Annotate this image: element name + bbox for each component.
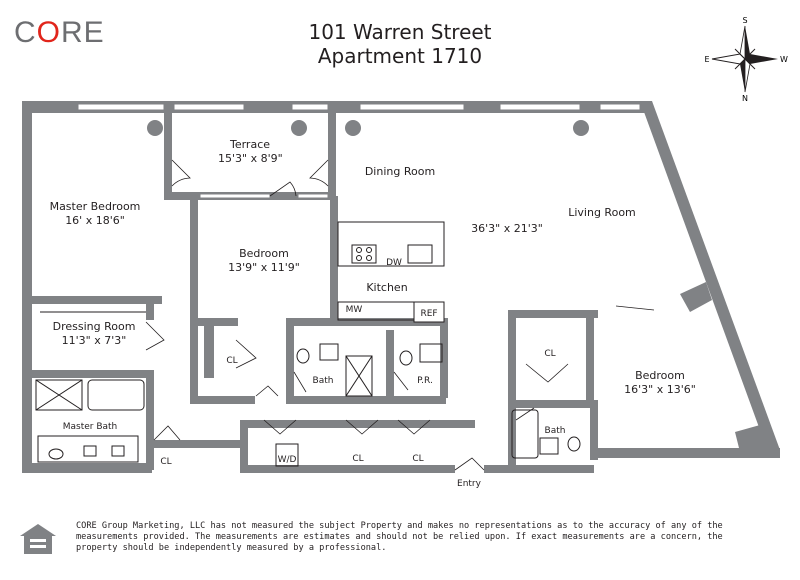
master-bedroom-name: Master Bedroom [49,200,141,213]
dining-room-label: Dining Room [364,165,436,178]
kitchen-counters [337,221,445,323]
disclaimer-line-3: property should be independently measure… [76,543,387,553]
closet-label: CL [412,454,424,464]
bedroom-2-name: Bedroom [239,247,289,260]
equal-housing-icon [20,524,56,554]
core-logo: CORE [14,16,105,50]
compass-south: S [742,16,747,25]
dressing-room-dimensions: 11'3" x 7'3" [61,334,127,347]
floor-plan [22,101,780,473]
closet-label: CL [160,457,172,467]
disclaimer-line-1: CORE Group Marketing, LLC has not measur… [76,521,723,531]
terrace-name: Terrace [229,138,271,151]
entry-label: Entry [457,479,481,489]
living-room-dimensions: 36'3" x 21'3" [471,222,543,235]
compass-rose-icon: S N E W [704,16,788,103]
compass-north: N [742,94,748,103]
bedroom-3-dimensions: 16'3" x 13'6" [624,383,696,396]
living-room-label: Living Room [568,206,636,219]
washer-dryer-label: W/D [277,455,297,465]
closet-label: CL [226,356,238,366]
logo-re: RE [61,16,105,49]
walls [22,101,780,473]
compass-west: W [780,55,788,64]
bath-fixtures [35,343,581,467]
bedroom-2-dimensions: 13'9" x 11'9" [228,261,300,274]
disclaimer: CORE Group Marketing, LLC has not measur… [76,521,776,554]
dressing-room-name: Dressing Room [52,320,136,333]
logo-o: O [36,16,62,49]
columns [147,120,589,136]
address-line1: 101 Warren Street [308,20,492,44]
microwave-label: MW [345,305,363,315]
door-swings [145,159,655,471]
kitchen-label: Kitchen [366,281,408,294]
master-bedroom-dimensions: 16' x 18'6" [65,214,125,227]
disclaimer-line-2: measurements provided. The measurements … [76,532,723,542]
bath-2-label: Bath [544,426,566,436]
terrace-dimensions: 15'3" x 8'9" [218,152,283,165]
dishwasher-label: DW [386,258,402,268]
windows [77,103,641,199]
bath-label: Bath [312,376,334,386]
master-bath-label: Master Bath [62,422,118,432]
logo-c: C [14,16,37,49]
address-line2: Apartment 1710 [317,44,483,68]
refrigerator-label: REF [420,309,438,319]
compass-east: E [704,55,709,64]
bedroom-3-name: Bedroom [635,369,685,382]
closet-label: CL [544,349,556,359]
closet-label: CL [352,454,364,464]
powder-room-label: P.R. [417,376,433,386]
